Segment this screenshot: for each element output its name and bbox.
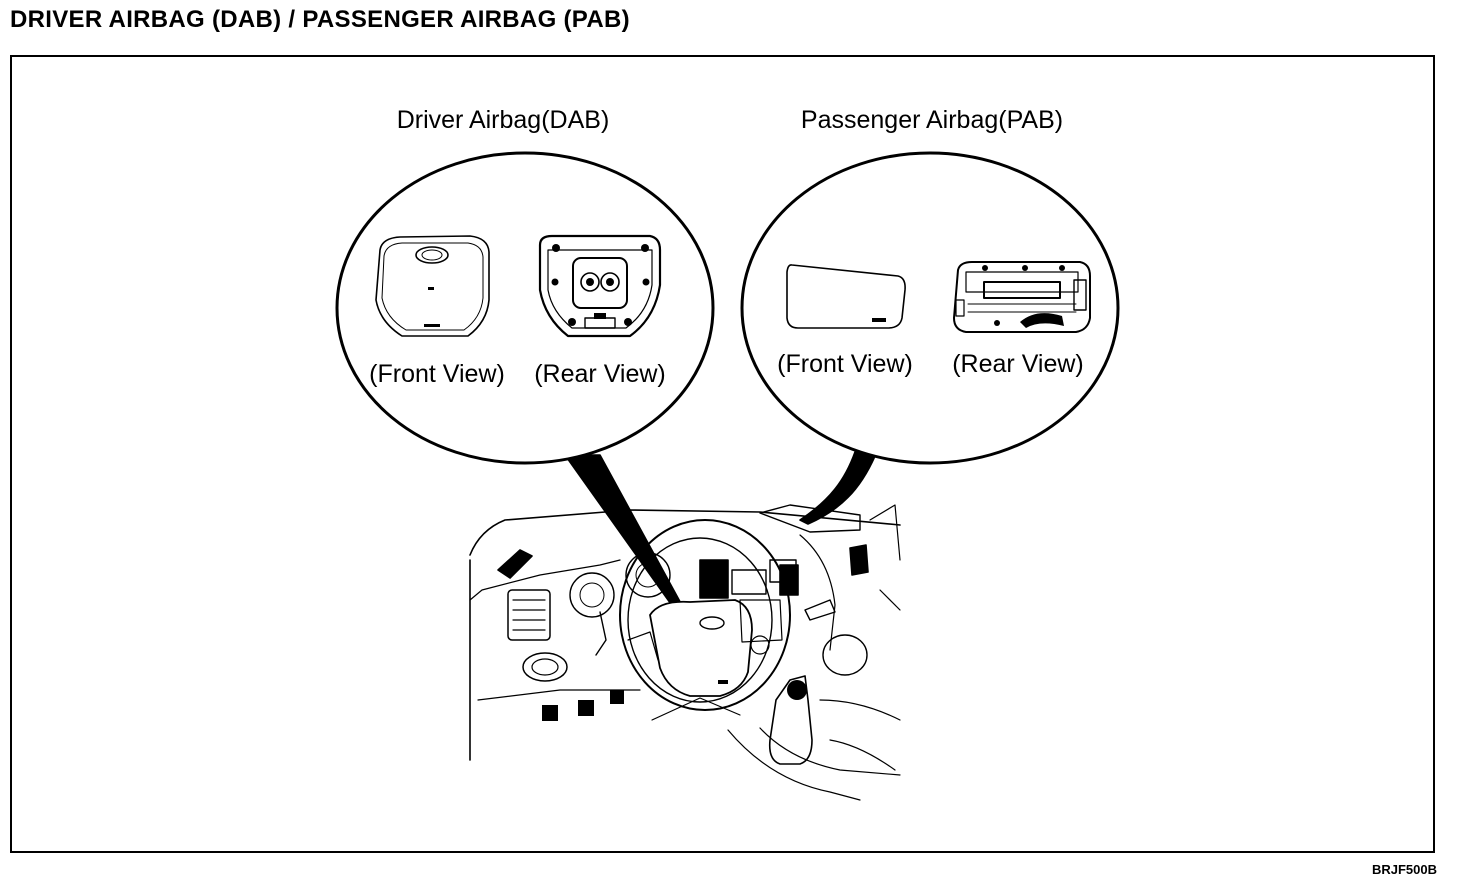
dab-rear-view-label: (Rear View) — [534, 360, 666, 388]
figure-code: BRJF500B — [1371, 862, 1437, 877]
pab-heading: Passenger Airbag(PAB) — [800, 106, 1064, 134]
car-interior-illustration — [469, 504, 901, 801]
figure-frame — [10, 55, 1435, 853]
dab-front-view-icon — [375, 235, 490, 337]
pab-detail-circle — [740, 151, 1120, 465]
pab-rear-view-icon — [953, 261, 1091, 333]
page-title: DRIVER AIRBAG (DAB) / PASSENGER AIRBAG (… — [10, 6, 630, 33]
pab-rear-view-label: (Rear View) — [952, 350, 1084, 378]
dab-rear-view-icon — [538, 234, 662, 338]
pab-pointer — [799, 451, 876, 525]
pab-front-view-label: (Front View) — [777, 350, 913, 378]
pab-front-view-icon — [786, 264, 906, 329]
dab-front-view-label: (Front View) — [369, 360, 505, 388]
dab-heading: Driver Airbag(DAB) — [396, 106, 610, 134]
dab-detail-circle — [335, 151, 715, 465]
